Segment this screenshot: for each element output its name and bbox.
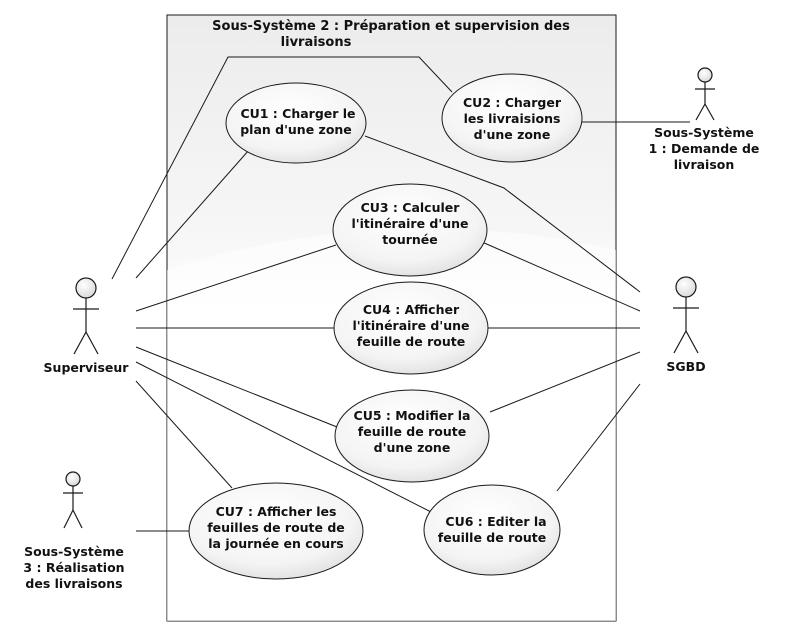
cu5-label-line2: feuille de route: [358, 424, 466, 439]
cu5-label-line3: d'une zone: [374, 440, 451, 455]
link-superviseur-cu6: [135, 361, 434, 514]
cu4-label-line3: feuille de route: [357, 334, 465, 349]
cu4-label-line1: CU4 : Afficher: [363, 302, 460, 317]
actor-sous-systeme-3[interactable]: Sous-Système 3 : Réalisation des livrais…: [23, 471, 125, 591]
cu7-label-line3: la journée en cours: [208, 536, 343, 551]
use-case-cu1[interactable]: CU1 : Charger le plan d'une zone: [225, 82, 367, 164]
cu2-label-line3: d'une zone: [474, 127, 551, 142]
use-case-cu4[interactable]: CU4 : Afficher l'itinéraire d'une feuill…: [333, 281, 489, 375]
actor-sous-systeme-1[interactable]: Sous-Système 1 : Demande de livraison: [649, 67, 760, 172]
actor-ss1-label-line3: livraison: [674, 157, 735, 172]
use-case-cu5[interactable]: CU5 : Modifier la feuille de route d'une…: [334, 389, 490, 483]
system-title-line1: Sous-Système 2 : Préparation et supervis…: [212, 19, 570, 34]
actor-ss3-label-line3: des livraisons: [25, 576, 122, 591]
link-superviseur-cu1: [135, 149, 250, 279]
use-case-cu7[interactable]: CU7 : Afficher les feuilles de route de …: [188, 482, 364, 580]
actor-sgbd[interactable]: SGBD: [666, 276, 706, 374]
cu4-label-line2: l'itinéraire d'une: [353, 318, 470, 333]
cu2-label-line2: les livraisions: [464, 111, 561, 126]
cu3-label-line1: CU3 : Calculer: [361, 200, 461, 215]
link-cu3-sgbd: [481, 241, 641, 312]
link-superviseur-cu2: [111, 56, 453, 280]
use-case-cu6[interactable]: CU6 : Editer la feuille de route: [423, 484, 561, 576]
actor-superviseur[interactable]: Superviseur: [44, 277, 130, 375]
stick-figure-icon: [73, 277, 99, 355]
stick-figure-icon: [695, 67, 715, 121]
stick-figure-icon: [63, 471, 83, 529]
cu3-label-line3: tournée: [382, 232, 437, 247]
cu1-label-line2: plan d'une zone: [240, 122, 352, 137]
cu6-label-line1: CU6 : Editer la: [445, 514, 546, 529]
actor-ss1-label-line2: 1 : Demande de: [649, 141, 760, 156]
actor-ss3-label-line2: 3 : Réalisation: [23, 560, 124, 575]
link-superviseur-cu7: [135, 380, 233, 489]
cu5-label-line1: CU5 : Modifier la: [354, 408, 471, 423]
link-superviseur-cu5: [135, 346, 338, 428]
actor-ss3-label-line1: Sous-Système: [24, 544, 124, 559]
stick-figure-icon: [673, 276, 699, 354]
cu6-label-line2: feuille de route: [438, 530, 546, 545]
actor-ss1-label-line1: Sous-Système: [654, 125, 754, 140]
link-cu1-sgbd: [364, 135, 641, 293]
associations: [111, 56, 690, 532]
link-cu5-sgbd: [489, 351, 641, 413]
cu7-label-line1: CU7 : Afficher les: [216, 504, 337, 519]
actor-superviseur-label: Superviseur: [44, 360, 130, 375]
system-title-line2: livraisons: [281, 35, 352, 50]
link-superviseur-cu3: [135, 244, 337, 312]
cu1-label-line1: CU1 : Charger le: [240, 106, 355, 121]
use-case-cu2[interactable]: CU2 : Charger les livraisions d'une zone: [441, 73, 583, 163]
cu3-label-line2: l'itinéraire d'une: [352, 216, 469, 231]
use-case-cu3[interactable]: CU3 : Calculer l'itinéraire d'une tourné…: [332, 183, 488, 277]
actor-sgbd-label: SGBD: [666, 359, 705, 374]
cu7-label-line2: feuilles de route de: [207, 520, 345, 535]
cu2-label-line1: CU2 : Charger: [463, 95, 562, 110]
link-cu6-sgbd: [556, 383, 641, 492]
